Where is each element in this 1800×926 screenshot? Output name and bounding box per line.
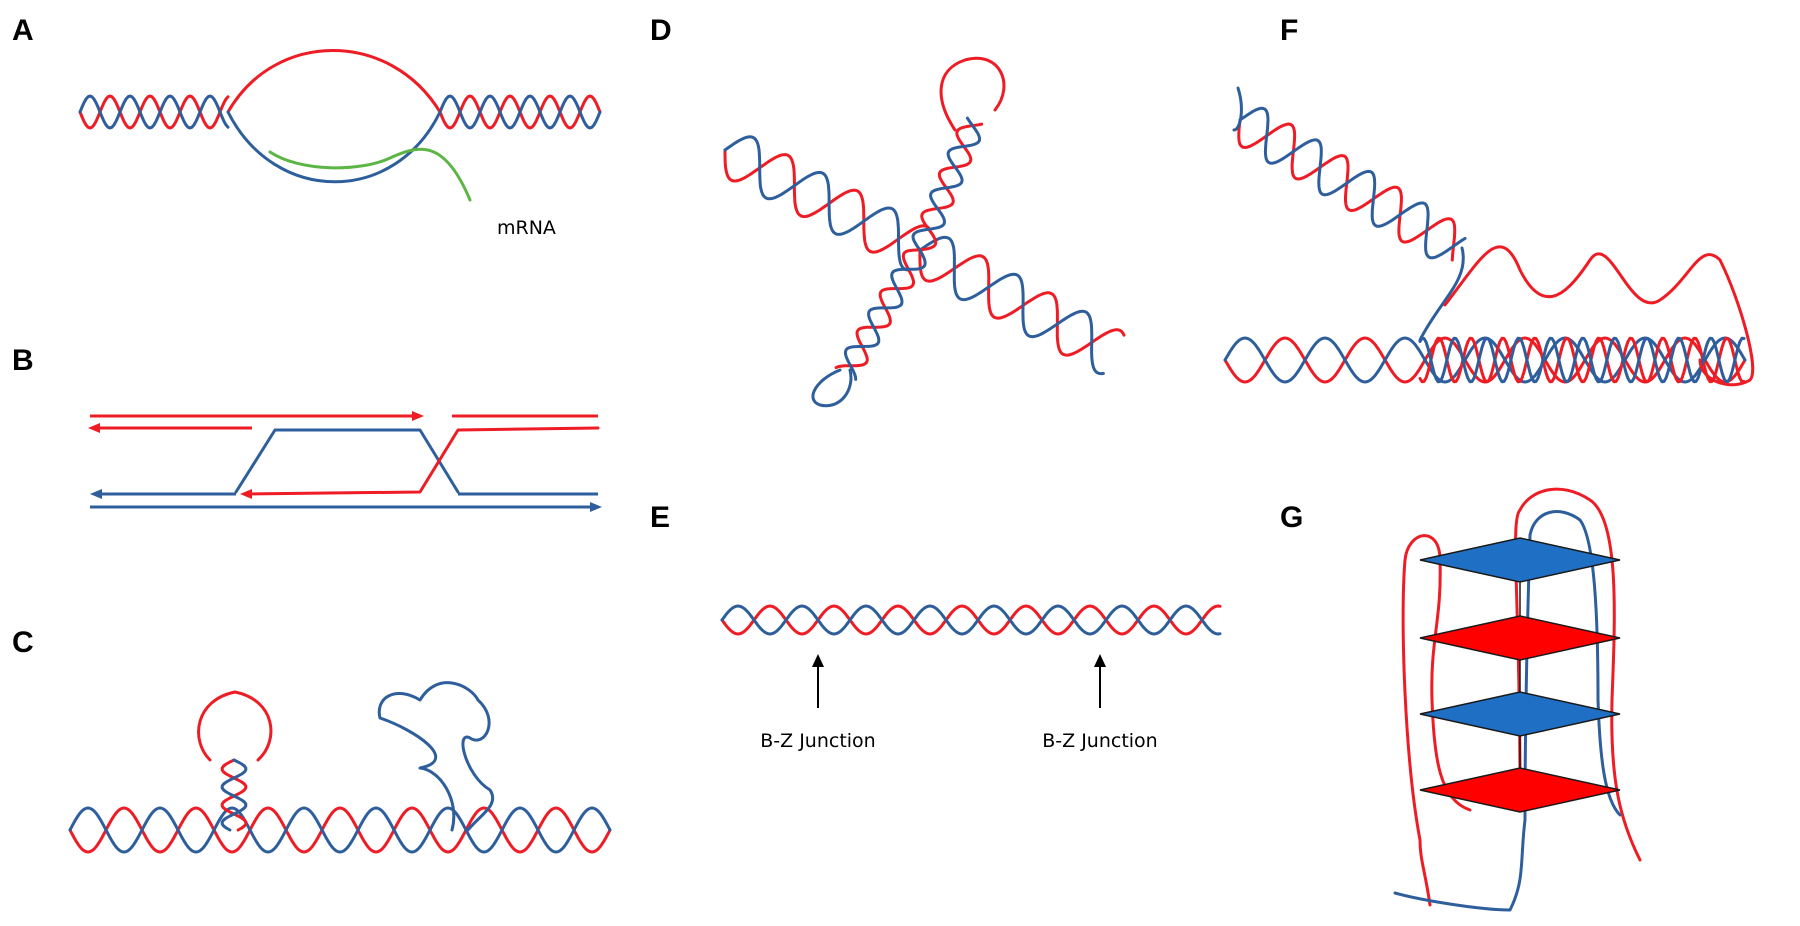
helixD3-blue-strand [911,116,982,252]
stemC1-red-strand [220,758,248,832]
panel-d-top-loop [939,56,1006,132]
tetrad-layer-3 [1419,691,1621,737]
panel-f-blue-strand-end [1232,86,1243,132]
helixD2-red-strand [918,248,1126,357]
tetrad-layer-4 [1419,767,1621,813]
tetrad-layer-2 [1419,615,1621,661]
panel-c-red-hairpin-loop [197,690,273,762]
mrna-label: mRNA [497,217,556,239]
panel-c-blue-cruciform [377,681,494,832]
panel-b-arrowhead [90,489,102,499]
panel-b: B [12,344,602,512]
panel-f-blue-third-strand [1418,246,1465,342]
helixA1-red-strand [78,94,230,130]
panel-a-bubble-bottom-strand [226,110,442,184]
helixE-blue-strand [720,604,1222,636]
panel-label-g: G [1280,501,1303,534]
panel-g-red-strand-left [1401,534,1472,907]
b-z-junction-label-left: B-Z Junction [760,730,875,752]
helixC-red-strand [68,806,612,854]
panel-d: D [650,14,1126,408]
panel-e: E B-Z Junction B-Z Junction [650,501,1222,752]
helixA1-blue-strand [78,94,230,130]
panel-f: F [1223,14,1755,387]
mrna-strand [268,147,472,202]
panel-label-a: A [12,14,34,47]
panel-label-d: D [650,14,672,47]
panel-b-arrowhead [412,411,424,421]
helixF3-blue-strand [1418,336,1746,384]
stemC1-blue-strand [220,758,248,832]
helixD1-red-strand [723,148,931,254]
helixA2-blue-strand [438,94,602,130]
panel-a-bubble-top-strand [226,49,442,114]
panel-b-arrowhead [240,489,252,499]
helixF1-red-strand [1237,118,1457,262]
helixD2-blue-strand [918,235,1105,376]
b-z-junction-label-right: B-Z Junction [1042,730,1157,752]
b-z-junction-arrowhead [1094,654,1106,667]
panel-b-arrowhead [88,423,100,433]
panel-a: A mRNA [12,14,602,239]
helixE-red-strand [720,604,1222,636]
helixD4-blue-strand [843,248,927,381]
panel-g: G [1280,487,1642,912]
helixF3-red-strand [1418,336,1746,384]
panel-label-f: F [1280,14,1298,47]
helixD4-red-strand [834,248,922,370]
helixD1-blue-strand [723,135,910,272]
panel-label-e: E [650,501,670,534]
panel-d-bottom-loop [811,368,853,408]
panel-label-b: B [12,344,34,377]
panel-c: C [12,626,612,854]
b-z-junction-arrowhead [812,654,824,667]
panel-b-arrowhead [590,502,602,512]
helixC-blue-strand [68,806,612,854]
panel-label-c: C [12,626,34,659]
panel-f-red-displaced-strand [1443,245,1755,387]
panel-b-red-crossover [244,426,600,496]
helixF1-blue-strand [1238,106,1467,260]
